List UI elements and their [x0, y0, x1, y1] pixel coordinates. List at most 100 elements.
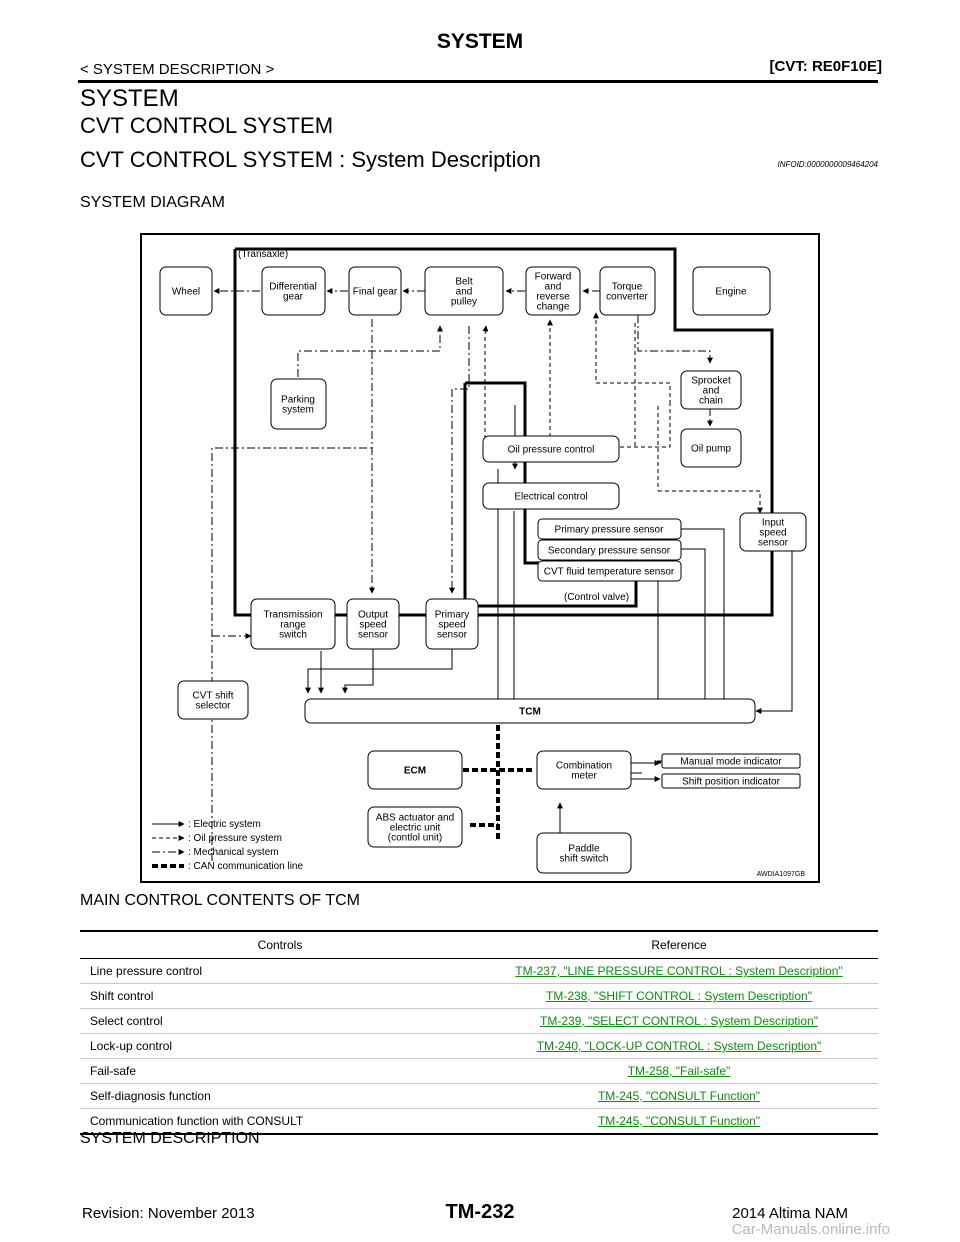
shift-selector-label: selector: [195, 701, 231, 712]
combination-label: meter: [571, 771, 597, 782]
transaxle-label: (Transaxle): [238, 249, 288, 260]
main-control-label: MAIN CONTROL CONTENTS OF TCM: [80, 892, 360, 909]
legend-electric: : Electric system: [188, 819, 261, 830]
paddle-label: Paddle: [568, 844, 600, 855]
control-cell: Fail-safe: [80, 1058, 480, 1084]
reference-link[interactable]: TM-239, "SELECT CONTROL : System Descrip…: [540, 1014, 818, 1028]
system-diagram-label: SYSTEM DIAGRAM: [80, 194, 225, 211]
sprocket-label: chain: [699, 396, 723, 407]
belt-label: Belt: [455, 277, 472, 288]
abs-box: [367, 806, 463, 848]
table-row: Lock-up control TM-240, "LOCK-UP CONTROL …: [80, 1033, 878, 1059]
belt-label: pulley: [451, 297, 477, 308]
reference-link[interactable]: TM-245, "CONSULT Function": [597, 1089, 761, 1103]
paddle-box: [536, 832, 632, 874]
primary-pressure-box: [537, 518, 682, 540]
shift-selector-box: [177, 680, 249, 720]
section-heading: SYSTEM: [80, 85, 179, 112]
reference-link[interactable]: TM-237, "LINE PRESSURE CONTROL : System …: [515, 964, 843, 978]
revision-date: Revision: November 2013: [82, 1205, 255, 1222]
watermark: Car-Manuals.online.info: [731, 1221, 890, 1238]
legend-mechanical: : Mechanical system: [188, 847, 279, 858]
reference-link[interactable]: TM-258, "Fail-safe": [627, 1064, 731, 1078]
table-row: Fail-safe TM-258, "Fail-safe": [80, 1058, 878, 1084]
model-name: 2014 Altima NAM: [732, 1205, 848, 1222]
diagram-code: AWDIA1097GB: [757, 871, 806, 878]
page-title: SYSTEM: [436, 30, 524, 53]
output-sensor-box: [346, 598, 400, 650]
forward-label: Forward: [535, 272, 572, 283]
electrical-label: Electrical control: [514, 492, 587, 503]
system-description-label: SYSTEM DESCRIPTION: [80, 1130, 260, 1147]
forward-label: change: [537, 302, 570, 313]
torque-box: [599, 266, 656, 316]
pump-to-oil-line: [620, 404, 671, 448]
forward-label: and: [545, 282, 562, 293]
parking-label: Parking: [281, 395, 315, 406]
paddle-label: shift switch: [560, 854, 609, 865]
differential-box: [261, 266, 326, 316]
control-cell: Shift control: [80, 983, 480, 1009]
primary-speed-box: [425, 598, 479, 650]
table-header-controls: Controls: [80, 930, 480, 959]
subsection-heading: CVT CONTROL SYSTEM: [80, 113, 334, 138]
final-gear-label: Final gear: [353, 287, 398, 298]
temp-sensor-to-tcm-line: [655, 570, 681, 712]
reference-link[interactable]: TM-245, "CONSULT Function": [597, 1114, 761, 1128]
oil-pressure-box: [482, 435, 620, 463]
combination-box: [536, 750, 632, 790]
torque-to-sprocket-line: [637, 315, 713, 364]
input-sensor-mech-line: [658, 490, 763, 514]
electrical-box: [482, 482, 620, 510]
oil-pump-label: Oil pump: [691, 444, 731, 455]
shift-selector-label: CVT shift: [193, 691, 234, 702]
wheel-box: [159, 266, 213, 316]
control-cell: Self-diagnosis function: [80, 1083, 480, 1109]
abs-label: electric unit: [390, 823, 441, 834]
final-gear-box: [348, 266, 402, 316]
combination-label: Combination: [556, 761, 612, 772]
primary-speed-to-tcm-line: [305, 649, 453, 694]
sprocket-label: Sprocket: [691, 376, 731, 387]
topic-heading: CVT CONTROL SYSTEM : System Description: [80, 147, 541, 172]
legend-oil: : Oil pressure system: [188, 833, 282, 844]
tcm-box: [304, 698, 756, 724]
parking-label: system: [282, 405, 314, 416]
reference-link[interactable]: TM-238, "SHIFT CONTROL : System Descript…: [546, 989, 812, 1003]
manual-mode-box: [661, 753, 801, 769]
belt-label: and: [456, 287, 473, 298]
forward-box: [525, 266, 581, 316]
parking-box: [270, 378, 327, 430]
page-number: TM-232: [445, 1201, 515, 1223]
header-rule: [78, 80, 878, 83]
secondary-pressure-label: Secondary pressure sensor: [548, 546, 671, 557]
oil-pressure-label: Oil pressure control: [508, 445, 595, 456]
breadcrumb: < SYSTEM DESCRIPTION >: [80, 61, 275, 78]
table-row: Shift control TM-238, "SHIFT CONTROL : Sy…: [80, 983, 878, 1009]
input-speed-label: Input: [762, 518, 784, 529]
table-header-reference: Reference: [480, 930, 878, 959]
range-switch-label: switch: [279, 630, 307, 641]
shift-position-label: Shift position indicator: [682, 777, 781, 788]
manual-mode-label: Manual mode indicator: [680, 757, 782, 768]
engine-box: [692, 266, 771, 316]
tcm-label: TCM: [519, 707, 541, 718]
control-cell: Communication function with CONSULT: [80, 1108, 480, 1135]
legend-lines: [152, 821, 185, 868]
control-cell: Lock-up control: [80, 1033, 480, 1059]
output-speed-label: speed: [359, 620, 386, 631]
wheel-label: Wheel: [172, 287, 200, 298]
temp-sensor-box: [537, 560, 682, 582]
primary-pressure-label: Primary pressure sensor: [555, 525, 665, 536]
reference-link[interactable]: TM-240, "LOCK-UP CONTROL : System Descri…: [536, 1039, 822, 1053]
output-speed-label: Output: [358, 610, 388, 621]
table-row: Self-diagnosis function TM-245, "CONSULT …: [80, 1083, 878, 1109]
input-speed-box: [739, 512, 807, 552]
differential-label: Differential: [269, 282, 317, 293]
table-row: Communication function with CONSULT TM-24…: [80, 1108, 878, 1135]
primary-pressure-to-tcm-line: [681, 528, 727, 712]
abs-label: ABS actuator and: [376, 813, 454, 824]
oil-pump-box: [680, 428, 742, 468]
